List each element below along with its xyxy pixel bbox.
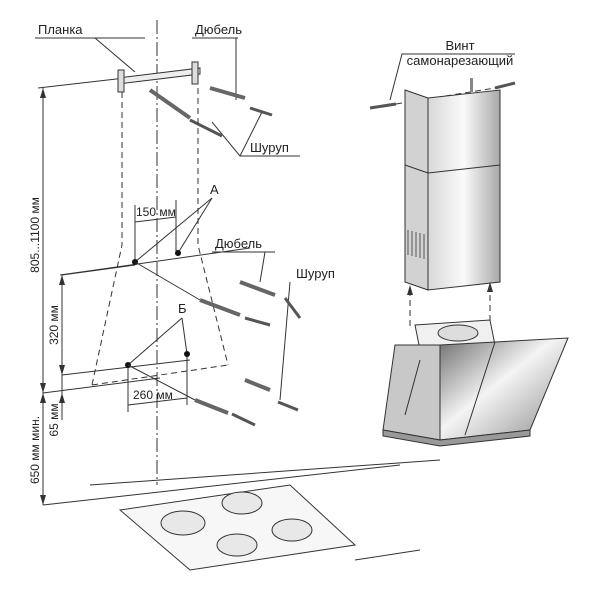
top-dowels-and-screws xyxy=(148,86,273,138)
dowel-top-label: Дюбель xyxy=(195,22,242,37)
screw-mid-label: Шуруп xyxy=(296,266,335,281)
screw-label-line1: Винт xyxy=(445,38,474,53)
dowel-mid-label: Дюбель xyxy=(215,236,262,251)
screw-top-label: Шуруп xyxy=(250,140,289,155)
hood-canopy xyxy=(382,319,569,447)
mounting-bracket xyxy=(117,61,201,93)
template-outline-right xyxy=(197,88,229,366)
point-b-label: Б xyxy=(178,301,187,316)
screw-label-line2: самонарезающий xyxy=(407,53,514,68)
cooktop xyxy=(89,459,441,571)
dim-260-label: 260 мм xyxy=(133,388,173,402)
dimension-lines xyxy=(37,77,401,506)
point-a-label: А xyxy=(210,182,219,197)
mid-dowels-and-screws xyxy=(194,280,302,427)
dim-320-label: 320 мм xyxy=(47,305,61,345)
dim-650-label: 650 мм мин. xyxy=(28,416,42,484)
chimney-cover xyxy=(369,78,516,291)
dim-805-1100-label: 805...1100 мм xyxy=(28,197,42,273)
dim-65-label: 65 мм xyxy=(47,403,61,436)
template-outline-left xyxy=(91,92,123,386)
dim-150-label: 150 мм xyxy=(136,205,176,219)
bracket-label: Планка xyxy=(38,22,83,37)
